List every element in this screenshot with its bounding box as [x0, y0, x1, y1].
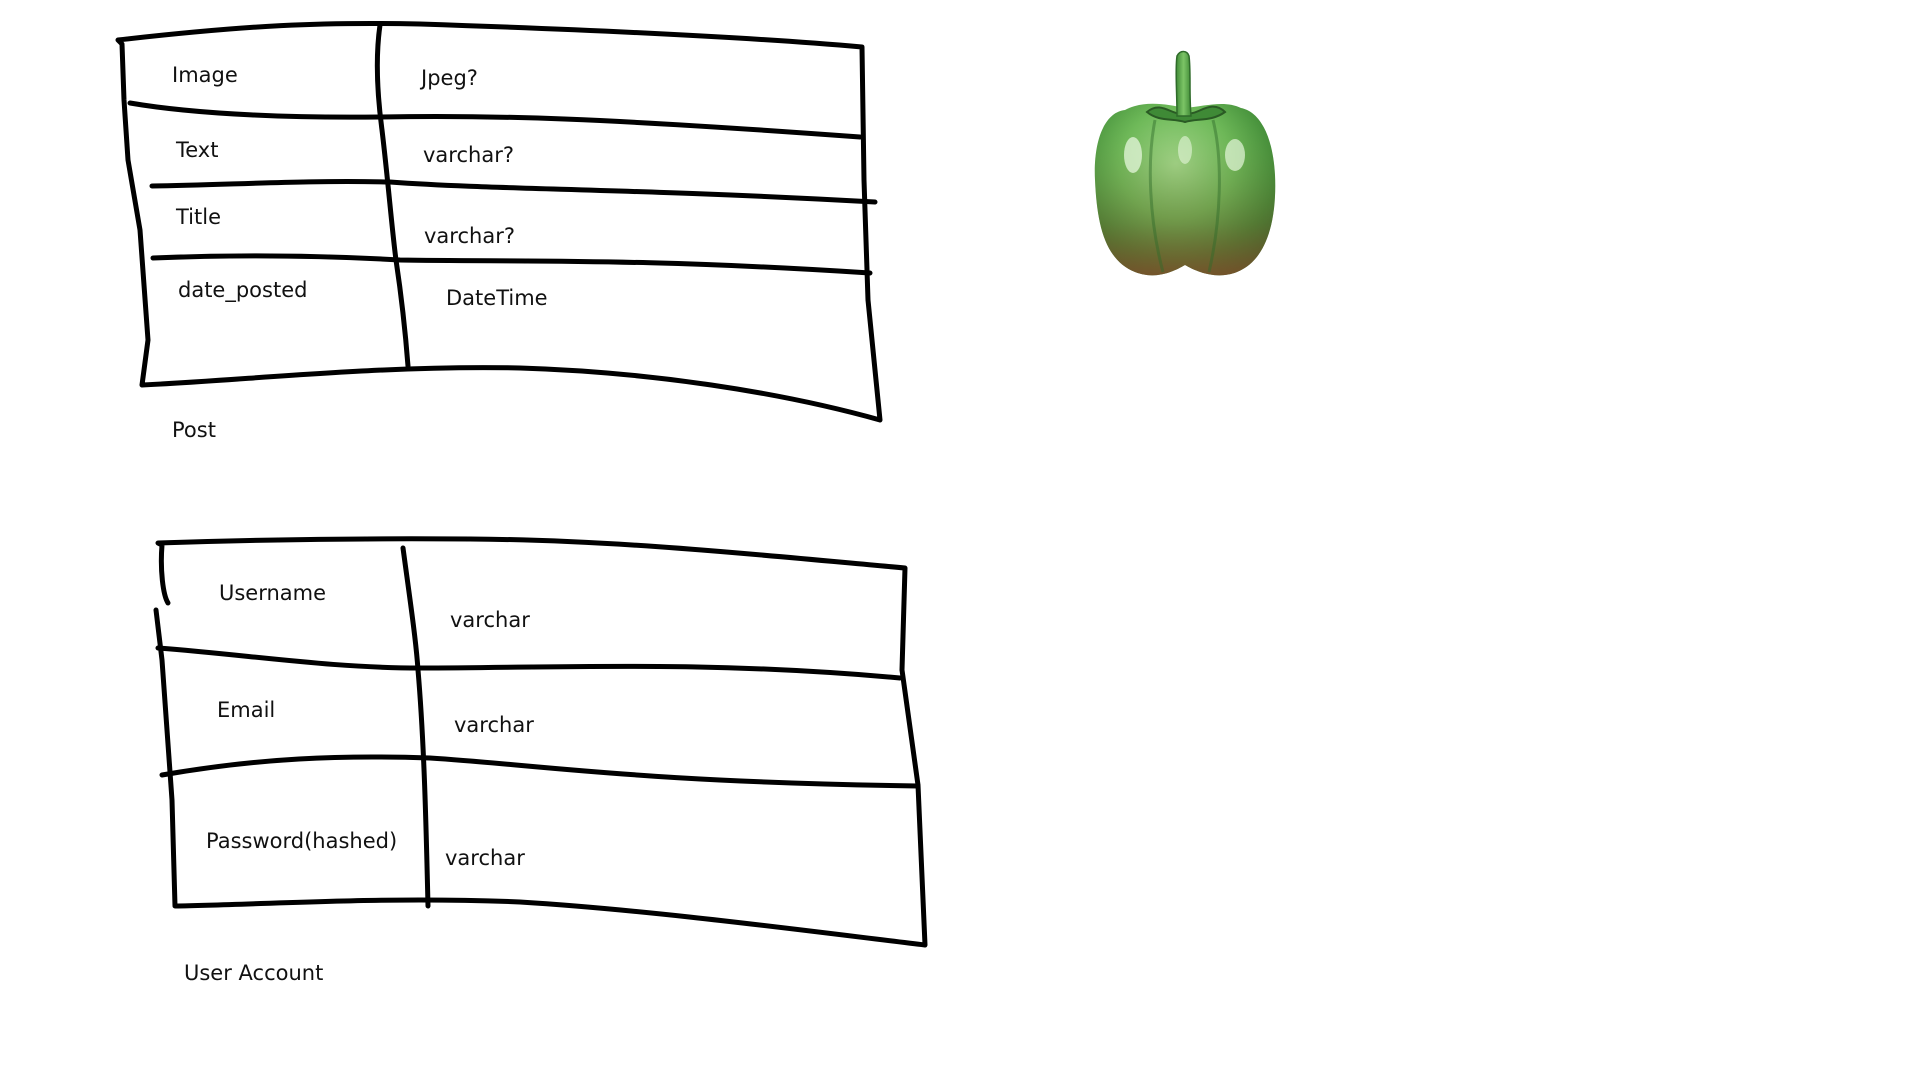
user-field-password: Password(hashed): [206, 829, 398, 853]
post-field-image: Image: [172, 63, 238, 87]
post-table-caption: Post: [172, 418, 216, 442]
user-field-username: Username: [219, 581, 327, 605]
post-row-divider-2: [149, 179, 878, 205]
user-account-table-outline: [153, 536, 928, 948]
post-field-title: Title: [176, 205, 222, 229]
pepper-stem: [1175, 50, 1192, 117]
green-bell-pepper-image: [1094, 50, 1276, 276]
user-account-table-caption: User Account: [184, 961, 324, 985]
post-type-image: Jpeg?: [421, 66, 478, 90]
user-account-column-divider: [400, 545, 431, 909]
post-type-text: varchar?: [423, 143, 514, 167]
user-account-table: [153, 536, 928, 948]
post-table-outline: [115, 20, 883, 423]
post-row-divider-3: [150, 253, 873, 276]
post-table: [115, 20, 883, 423]
post-type-title: varchar?: [424, 224, 515, 248]
post-row-divider-1: [127, 100, 863, 140]
post-field-date-posted: date_posted: [178, 278, 308, 302]
user-type-password: varchar: [445, 846, 525, 870]
user-type-username: varchar: [450, 608, 530, 632]
post-field-text: Text: [176, 138, 219, 162]
post-type-date-posted: DateTime: [446, 286, 548, 310]
user-field-email: Email: [217, 698, 276, 722]
post-table-column-divider: [374, 22, 411, 369]
user-type-email: varchar: [454, 713, 534, 737]
user-account-row-divider-1: [155, 645, 903, 681]
user-account-row-divider-2: [159, 754, 921, 789]
